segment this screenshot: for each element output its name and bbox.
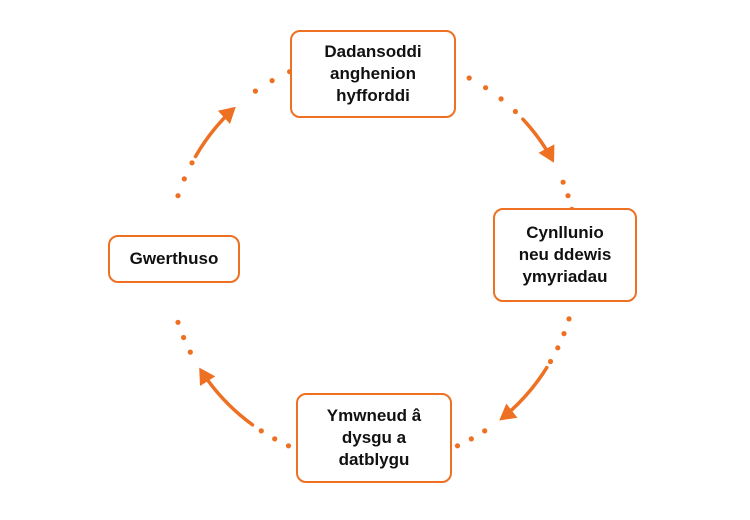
node-label: Gwerthuso <box>129 249 219 268</box>
arrow-shaft <box>521 117 549 153</box>
connector-dot <box>482 428 488 434</box>
connector-dot <box>187 349 193 355</box>
connector-dot <box>566 316 572 322</box>
connector-dot <box>466 75 472 81</box>
connector-dot <box>498 96 504 102</box>
node-plan-interventions: Cynllunio neu ddewis ymyriadau <box>493 208 637 302</box>
edge-2-3-dots-end <box>175 319 193 355</box>
arrowhead <box>199 367 216 386</box>
connector-dot <box>454 443 461 449</box>
edge-0-1-dots-start <box>466 75 519 115</box>
node-evaluate: Gwerthuso <box>108 235 240 283</box>
edge-2-3-arrow <box>199 367 255 427</box>
connector-dot <box>258 428 264 434</box>
node-label: Dadansoddi anghenion hyfforddi <box>324 42 422 105</box>
connector-dot <box>181 176 187 182</box>
arrow-shaft <box>508 365 549 414</box>
connector-dot <box>189 160 195 166</box>
arrow-shaft <box>205 377 255 427</box>
connector-dot <box>272 436 278 442</box>
connector-dot <box>175 193 181 199</box>
arrowhead <box>538 144 555 163</box>
connector-dot <box>560 179 566 185</box>
edge-3-0-dots-end <box>252 69 293 94</box>
node-label: Cynllunio neu ddewis ymyriadau <box>518 223 612 286</box>
edge-0-1-arrow <box>521 117 555 163</box>
connector-dot <box>175 319 181 325</box>
edge-1-2-arrow <box>499 365 549 421</box>
connector-dot <box>252 88 258 94</box>
connector-dot <box>483 85 489 91</box>
connector-dot <box>512 108 519 115</box>
node-label: Ymwneud â dysgu a datblygu <box>326 406 422 469</box>
edge-1-2-dots-start <box>547 316 572 365</box>
connector-dot <box>555 345 561 351</box>
connector-dot <box>181 334 187 341</box>
arrow-shaft <box>193 114 228 159</box>
connector-dot <box>547 358 554 365</box>
connector-dot <box>285 443 292 449</box>
node-training-needs-analysis: Dadansoddi anghenion hyfforddi <box>290 30 456 118</box>
edge-3-0-dots-start <box>175 160 195 199</box>
arrowhead <box>499 403 518 421</box>
connector-dot <box>468 436 474 442</box>
connector-dot <box>565 193 571 199</box>
edge-3-0-arrow <box>193 106 236 159</box>
connector-dot <box>561 331 567 337</box>
node-engage-learning: Ymwneud â dysgu a datblygu <box>296 393 452 483</box>
connector-dot <box>269 78 275 84</box>
arrowhead <box>217 106 236 124</box>
